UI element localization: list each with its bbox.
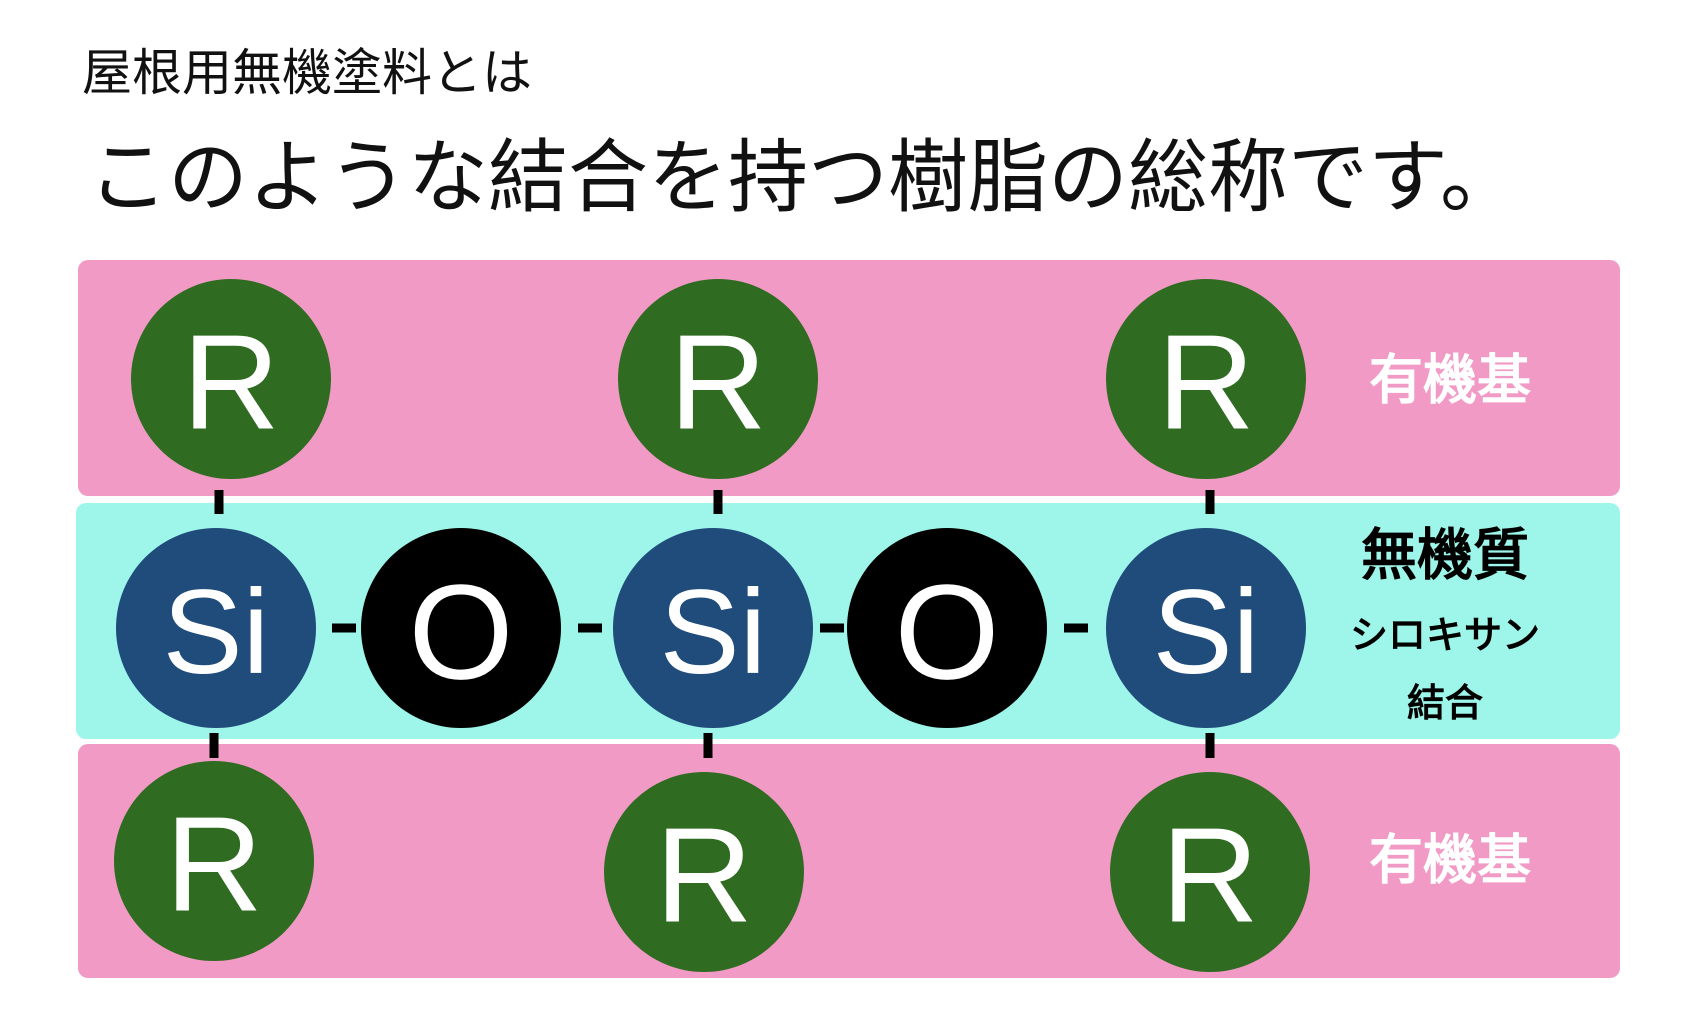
heading-line2: このような結合を持つ樹脂の総称です。	[88, 131, 1520, 224]
atom-label: R	[1161, 800, 1259, 951]
atom-label: R	[669, 307, 767, 458]
r-atom: R	[1110, 772, 1310, 972]
atom-label: R	[655, 800, 753, 951]
atom-label: O	[894, 557, 999, 708]
si-atom: Si	[613, 528, 813, 728]
heading-line1: 屋根用無機塗料とは	[82, 44, 532, 102]
atom-label: R	[182, 307, 280, 458]
organic-group-label-top: 有機基	[1369, 349, 1531, 412]
r-atom: R	[131, 279, 331, 479]
inorganic-label: 無機質	[1361, 524, 1529, 589]
atom-label: R	[1157, 307, 1255, 458]
atom-label: Si	[1153, 565, 1260, 699]
atom-label: Si	[660, 565, 767, 699]
o-atom: O	[361, 528, 561, 728]
bond-label: 結合	[1407, 681, 1483, 725]
bonds	[209, 490, 1215, 758]
r-atom: R	[618, 279, 818, 479]
r-atom: R	[604, 772, 804, 972]
si-atom: Si	[1106, 528, 1306, 728]
o-atom: O	[847, 528, 1047, 728]
atom-label: O	[408, 557, 513, 708]
r-atom: R	[114, 761, 314, 961]
organic-group-label-bottom: 有機基	[1369, 829, 1531, 892]
atom-label: R	[165, 789, 263, 940]
si-atom: Si	[116, 528, 316, 728]
atom-label: Si	[163, 565, 270, 699]
r-atom: R	[1106, 279, 1306, 479]
siloxane-label: シロキサン	[1350, 613, 1540, 657]
